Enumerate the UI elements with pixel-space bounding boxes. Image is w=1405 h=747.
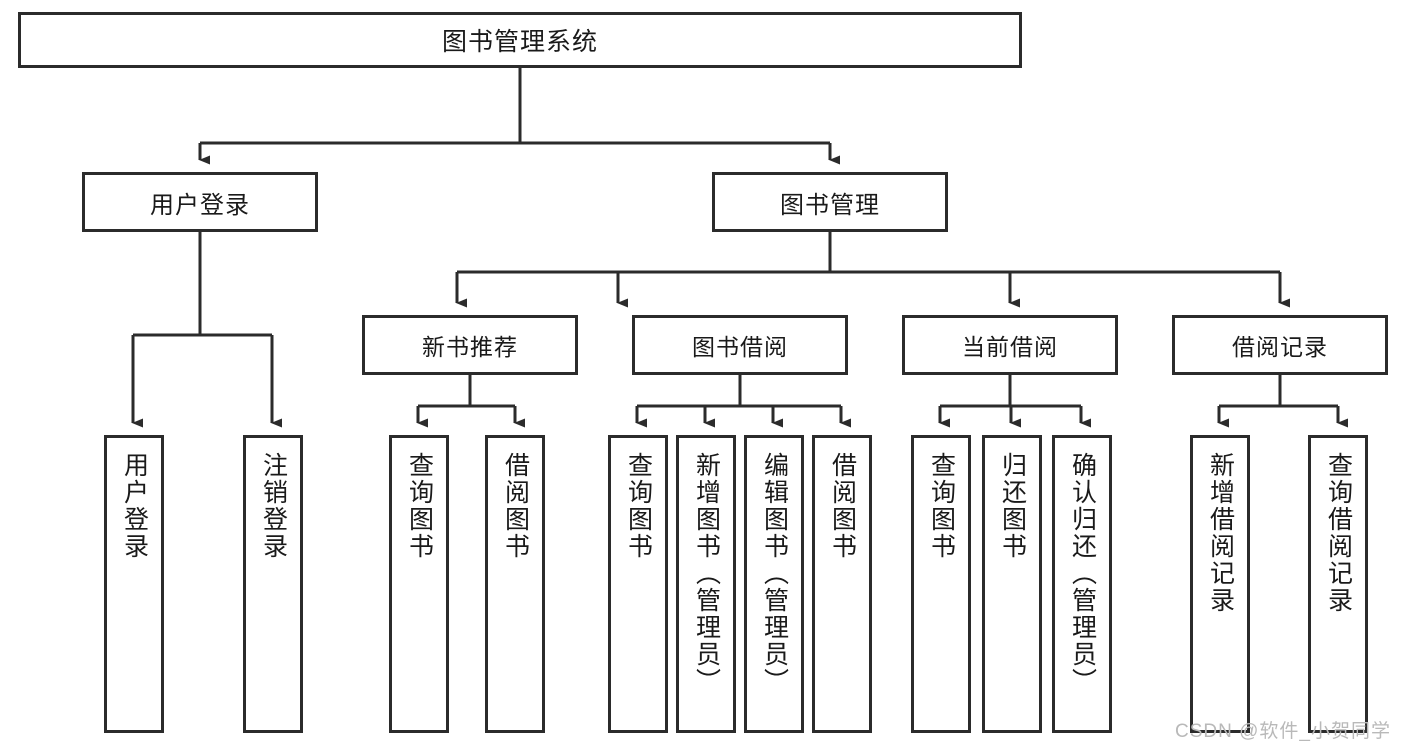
leaf-add-book[interactable]: 新增图书（管理员） [676,435,736,733]
node-book-borrow-label: 图书借阅 [692,334,788,360]
leaf-borrow-book-1-label: 借阅图书 [501,452,530,560]
node-borrow-record-label: 借阅记录 [1232,334,1328,360]
leaf-user-logout-label: 注销登录 [259,452,288,560]
node-new-book-recommend[interactable]: 新书推荐 [362,315,578,375]
node-current-borrow-label: 当前借阅 [962,334,1058,360]
leaf-user-login-label: 用户登录 [120,452,149,560]
leaf-borrow-book-2-label: 借阅图书 [828,452,857,560]
leaf-query-borrow-record-label: 查询借阅记录 [1324,452,1353,614]
node-new-book-recommend-label: 新书推荐 [422,334,518,360]
node-root[interactable]: 图书管理系统 [18,12,1022,68]
leaf-query-book-1-label: 查询图书 [405,452,434,560]
leaf-edit-book-label: 编辑图书（管理员） [760,452,789,695]
node-user-login[interactable]: 用户登录 [82,172,318,232]
leaf-return-book[interactable]: 归还图书 [982,435,1042,733]
leaf-query-borrow-record[interactable]: 查询借阅记录 [1308,435,1368,733]
leaf-borrow-book-1[interactable]: 借阅图书 [485,435,545,733]
leaf-user-login[interactable]: 用户登录 [104,435,164,733]
node-book-management[interactable]: 图书管理 [712,172,948,232]
leaf-confirm-return-label: 确认归还（管理员） [1068,452,1097,695]
node-borrow-record[interactable]: 借阅记录 [1172,315,1388,375]
leaf-add-borrow-record-label: 新增借阅记录 [1206,452,1235,614]
node-book-management-label: 图书管理 [780,191,880,219]
leaf-query-book-3[interactable]: 查询图书 [911,435,971,733]
node-book-borrow[interactable]: 图书借阅 [632,315,848,375]
node-root-label: 图书管理系统 [441,28,598,56]
watermark: CSDN @软件_小贺同学 [1175,721,1391,742]
leaf-add-borrow-record[interactable]: 新增借阅记录 [1190,435,1250,733]
leaf-user-logout[interactable]: 注销登录 [243,435,303,733]
leaf-query-book-3-label: 查询图书 [927,452,956,560]
leaf-add-book-label: 新增图书（管理员） [692,452,721,695]
leaf-query-book-2[interactable]: 查询图书 [608,435,668,733]
leaf-borrow-book-2[interactable]: 借阅图书 [812,435,872,733]
leaf-return-book-label: 归还图书 [998,452,1027,560]
node-user-login-label: 用户登录 [150,191,250,219]
leaf-query-book-1[interactable]: 查询图书 [389,435,449,733]
leaf-query-book-2-label: 查询图书 [624,452,653,560]
leaf-edit-book[interactable]: 编辑图书（管理员） [744,435,804,733]
node-current-borrow[interactable]: 当前借阅 [902,315,1118,375]
leaf-confirm-return[interactable]: 确认归还（管理员） [1052,435,1112,733]
